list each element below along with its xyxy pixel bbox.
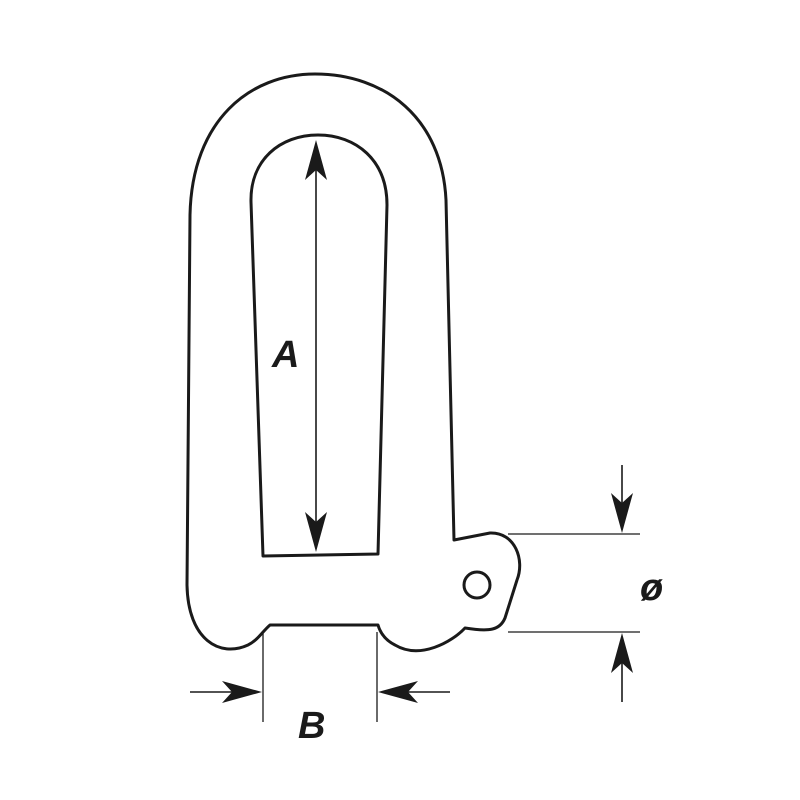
dimension-b-label: B (298, 705, 325, 747)
dimension-b: B (190, 632, 450, 747)
dimension-a-arrow-top (305, 140, 327, 180)
dimension-b-arrow-left (222, 681, 262, 703)
dimension-a: A (271, 140, 327, 552)
dimension-diameter-arrow-top (611, 493, 633, 533)
dimension-diameter-arrow-bottom (611, 633, 633, 673)
shackle-inner-opening (249, 133, 389, 558)
dimension-a-arrow-bottom (305, 512, 327, 552)
dimension-diameter-label: ø (640, 567, 663, 609)
dimension-b-arrow-right (378, 681, 418, 703)
pin-eye-hole (462, 570, 492, 600)
dimension-diameter: ø (508, 465, 663, 702)
dimension-a-label: A (271, 334, 299, 376)
